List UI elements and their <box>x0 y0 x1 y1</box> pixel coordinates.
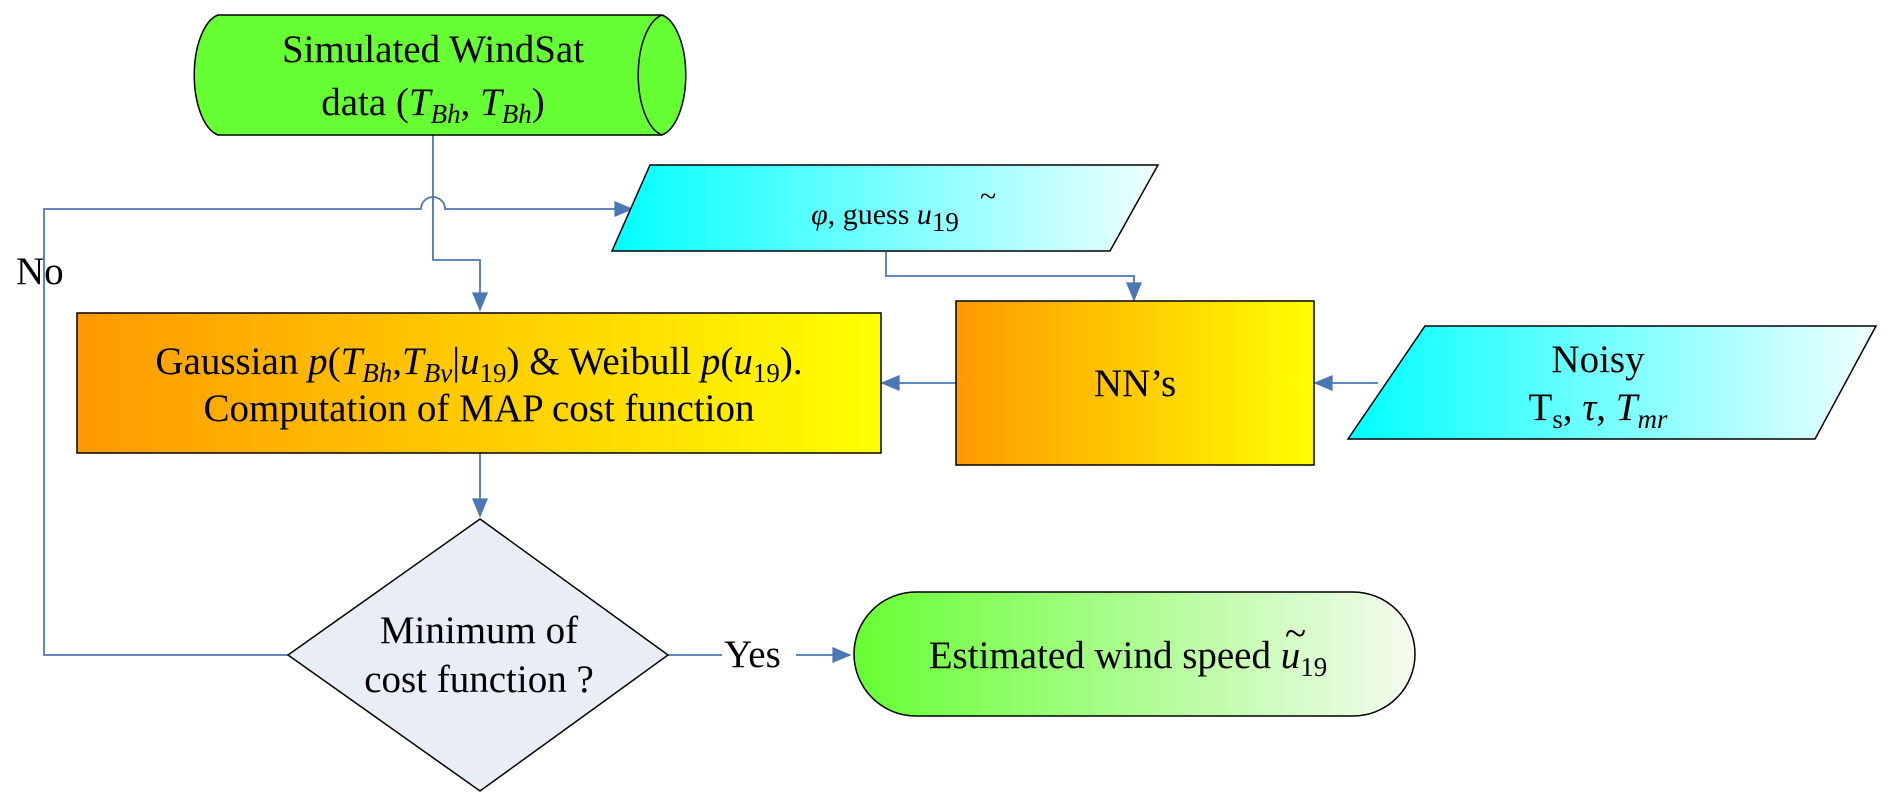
output-tilde: ~ <box>1285 612 1306 655</box>
edge-label-no: No <box>16 250 64 293</box>
output-label: Estimated wind speed u19 <box>929 634 1328 682</box>
decision-line2: cost function ? <box>364 658 594 701</box>
nn-node: NN’s <box>955 300 1315 466</box>
decision-shape <box>286 518 670 792</box>
edge-label-yes: Yes <box>724 633 781 676</box>
cost-line1: Gaussian p(TBh,TBv|u19) & Weibull p(u19)… <box>155 340 802 388</box>
noisy-node: Noisy Ts, τ, Tmr <box>1346 325 1878 440</box>
nn-shape <box>955 300 1315 466</box>
guess-label: φ, guess u19 <box>811 198 959 237</box>
nn-label: NN’s <box>1094 362 1176 405</box>
input-data-line2: data (TBh, TBh) <box>321 81 545 129</box>
connector-guess-to-nn <box>885 252 1142 302</box>
guess-node: φ, guess u19 ~ <box>610 164 1160 252</box>
cost-shape <box>76 312 882 454</box>
cost-node: Gaussian p(TBh,TBv|u19) & Weibull p(u19)… <box>76 312 882 454</box>
guess-tilde: ~ <box>980 180 996 213</box>
noisy-line1: Noisy <box>1551 338 1645 381</box>
input-data-cylinder-cap <box>637 14 663 136</box>
connectors <box>43 135 1378 663</box>
output-shape <box>853 591 1416 717</box>
decision-node: Minimum of cost function ? <box>286 518 670 792</box>
connector-no-loop <box>43 196 634 656</box>
cost-line2: Computation of MAP cost function <box>203 387 754 430</box>
output-node: Estimated wind speed u19 ~ <box>853 591 1416 717</box>
connector-input-to-cost <box>432 135 488 312</box>
input-data-node: Simulated WindSat data (TBh, TBh) <box>193 14 687 136</box>
noisy-line2: Ts, τ, Tmr <box>1528 386 1668 434</box>
input-data-line1: Simulated WindSat <box>282 28 584 71</box>
decision-line1: Minimum of <box>380 609 578 652</box>
noisy-shape <box>1346 325 1878 440</box>
guess-shape <box>610 164 1160 252</box>
